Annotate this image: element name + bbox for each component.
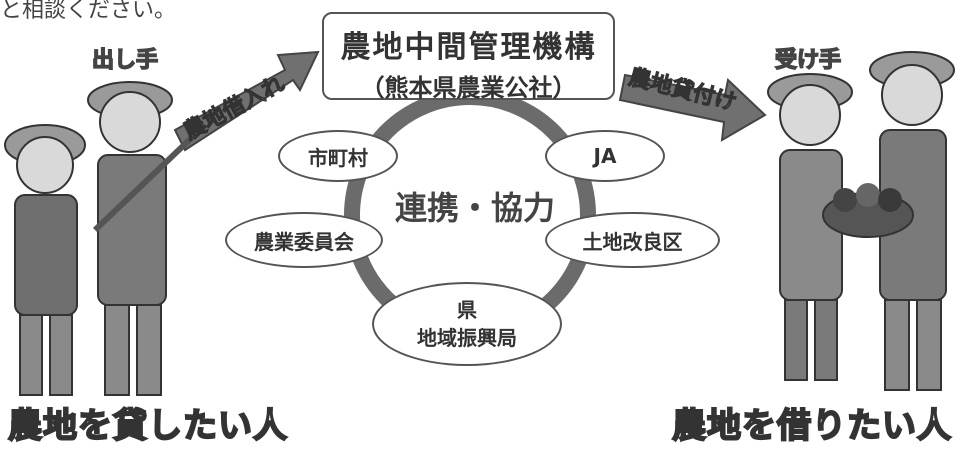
- partner-agri-committee-label: 農業委員会: [254, 229, 354, 254]
- arrow-borrow-in: [173, 50, 320, 152]
- giver-role-label: 出し手: [91, 47, 159, 74]
- partner-prefecture-line2: 地域振興局: [417, 326, 517, 350]
- organization-box: 農地中間管理機構 （熊本県農業公社）: [322, 12, 615, 102]
- partner-agri-committee: 農業委員会: [225, 212, 383, 268]
- organization-subname: （熊本県農業公社）: [360, 74, 577, 102]
- vegetable-basket: [822, 183, 914, 238]
- receiver-caption: 農地を借りたい人: [671, 405, 952, 447]
- partner-land-improvement: 土地改良区: [545, 212, 720, 268]
- arrow-lend-out: [618, 73, 767, 142]
- giver-farmer-woman: [4, 124, 86, 396]
- partner-ja-label: JA: [593, 144, 617, 168]
- organization-name: 農地中間管理機構: [340, 30, 597, 65]
- giver-farmer-man: [87, 81, 208, 396]
- partner-municipality: 市町村: [278, 130, 398, 182]
- receiver-farmer-woman: [767, 73, 853, 381]
- partner-land-improvement-label: 土地改良区: [582, 229, 683, 254]
- top-text: と相談ください。: [0, 0, 177, 22]
- giver-caption: 農地を貸したい人: [7, 405, 288, 447]
- partner-ja: JA: [545, 130, 665, 182]
- receiver-role-label: 受け手: [774, 47, 842, 74]
- partner-prefecture: 県 地域振興局: [372, 282, 562, 366]
- partner-prefecture-line1: 県: [457, 298, 477, 322]
- cooperation-label: 連携・協力: [394, 189, 555, 227]
- partner-municipality-label: 市町村: [308, 145, 368, 170]
